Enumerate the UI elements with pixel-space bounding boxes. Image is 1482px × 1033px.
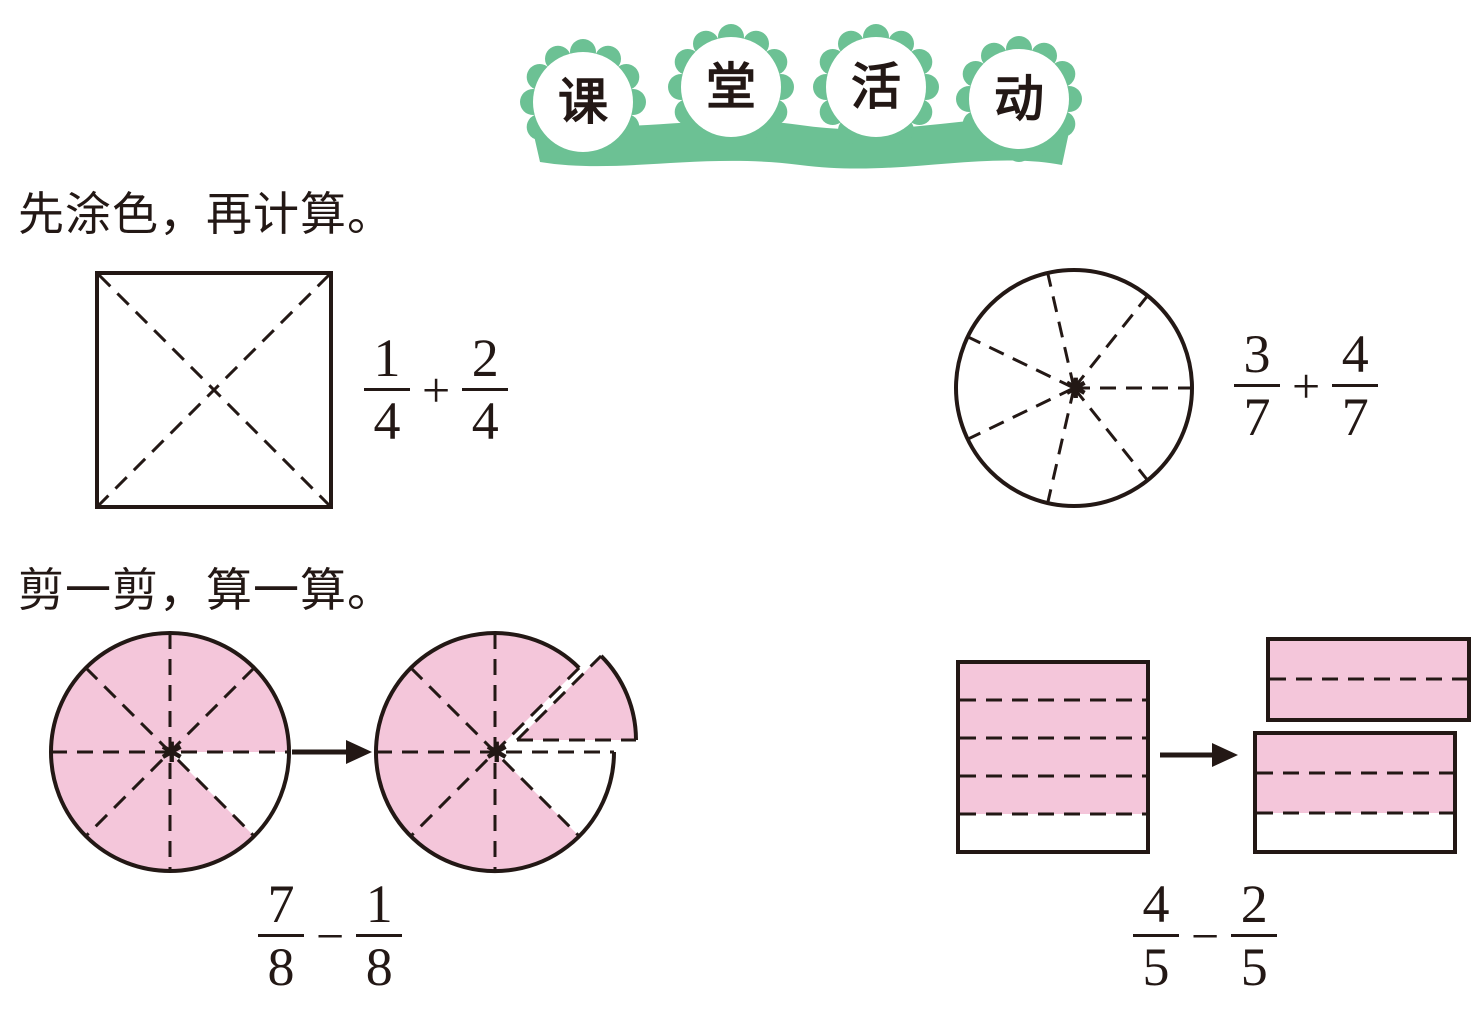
circle-eighths-before: ✱ [49,631,291,873]
header-banner [520,24,1082,169]
rect-fifths-before [956,660,1150,854]
denominator: 7 [1243,387,1271,447]
numerator: 3 [1243,324,1271,384]
denominator: 4 [373,391,401,451]
denominator: 5 [1142,937,1170,997]
cut-piece [515,654,638,742]
arrow-right-icon [1160,743,1238,767]
section2-prompt: 剪一剪，算一算。 [18,563,394,617]
denominator: 5 [1240,937,1268,997]
header-char: 动 [994,70,1044,128]
arrow-right-icon [292,740,372,764]
svg-text:✱: ✱ [160,736,183,769]
operator: + [1292,357,1321,414]
numerator: 1 [365,874,393,934]
svg-text:✱: ✱ [485,736,508,769]
square-quarters [95,271,333,509]
operator: + [422,361,451,418]
denominator: 8 [267,937,295,997]
numerator: 4 [1142,874,1170,934]
denominator: 8 [365,937,393,997]
circle-sevenths: ✱ [954,268,1194,508]
svg-text:✱: ✱ [1064,372,1087,405]
flower-badge [668,24,794,150]
operator: − [1191,907,1220,964]
rect-fifths-cut [1253,637,1471,854]
operator: − [316,907,345,964]
denominator: 4 [471,391,499,451]
denominator: 7 [1341,387,1369,447]
flower-badge [813,24,939,150]
header-char: 课 [558,73,608,131]
circle-eighths-cut: ✱ [374,631,638,874]
numerator: 2 [1240,874,1268,934]
header-char: 堂 [706,58,756,116]
numerator: 2 [471,328,499,388]
numerator: 1 [373,328,401,388]
numerator: 7 [267,874,295,934]
header-char: 活 [851,58,901,116]
section1-prompt: 先涂色，再计算。 [18,187,394,241]
flower-badge [520,39,646,165]
numerator: 4 [1341,324,1369,384]
flower-badge [956,36,1082,162]
